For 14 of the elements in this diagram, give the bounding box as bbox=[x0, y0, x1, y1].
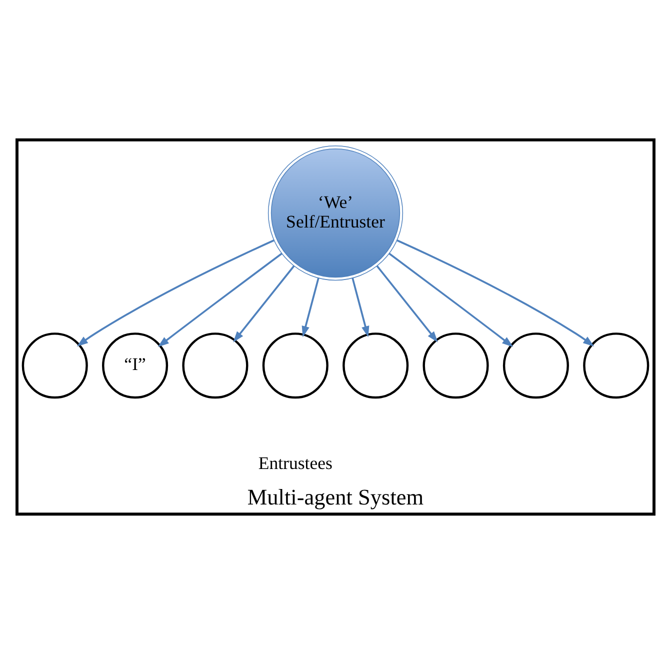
arrow bbox=[376, 264, 438, 342]
arrow bbox=[76, 239, 274, 346]
arrow bbox=[158, 252, 282, 347]
node-circle bbox=[262, 332, 328, 398]
arrow bbox=[388, 252, 514, 347]
arrow bbox=[352, 277, 370, 337]
node-circle bbox=[422, 332, 489, 398]
label: Entrustees bbox=[258, 452, 332, 472]
arrow bbox=[396, 239, 594, 346]
node-circle bbox=[182, 332, 248, 398]
node-circle bbox=[342, 332, 409, 398]
arrow bbox=[302, 277, 320, 337]
arrow bbox=[233, 264, 295, 342]
node-circle: ‘We’ Self/Entruster bbox=[268, 144, 404, 280]
